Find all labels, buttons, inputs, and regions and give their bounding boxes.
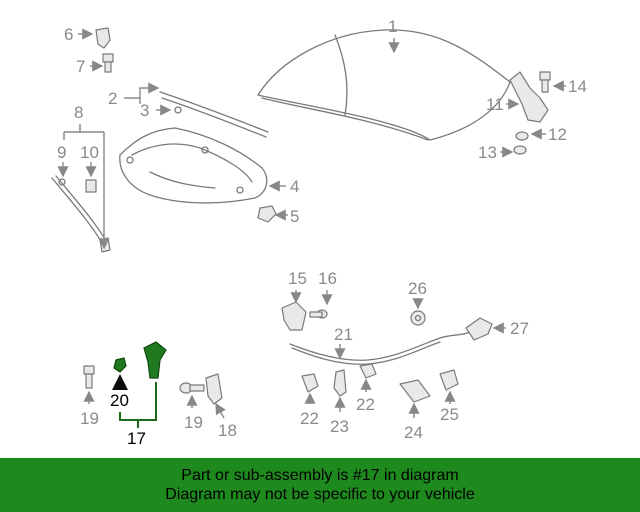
callout-19-left-label: 19 bbox=[80, 409, 99, 428]
callout-3-label: 3 bbox=[140, 101, 149, 120]
callout-16[interactable]: 16 bbox=[318, 269, 337, 306]
clamp-22-left bbox=[301, 373, 319, 393]
clamp-22-right bbox=[359, 363, 377, 379]
callout-15-label: 15 bbox=[288, 269, 307, 288]
callout-22-left[interactable]: 22 bbox=[300, 392, 319, 428]
callout-1-label: 1 bbox=[388, 17, 397, 36]
latch-15 bbox=[281, 301, 307, 331]
hood-support-rod bbox=[51, 175, 111, 253]
callout-13-label: 13 bbox=[478, 143, 497, 162]
banner-line-1: Part or sub-assembly is #17 in diagram bbox=[181, 467, 459, 484]
callout-12[interactable]: 12 bbox=[530, 125, 567, 144]
callout-20-label: 20 bbox=[110, 391, 129, 410]
highlight-nut-20 bbox=[113, 357, 127, 373]
callout-2-label: 2 bbox=[108, 89, 117, 108]
callout-23-label: 23 bbox=[330, 417, 349, 436]
washer-12 bbox=[515, 131, 529, 141]
bracket-6 bbox=[95, 27, 111, 49]
callout-24-label: 24 bbox=[404, 423, 423, 442]
callout-1[interactable]: 1 bbox=[388, 17, 400, 54]
bolt-7 bbox=[102, 53, 114, 73]
callout-24[interactable]: 24 bbox=[404, 402, 423, 442]
callout-22-right[interactable]: 22 bbox=[356, 378, 375, 414]
callout-14[interactable]: 14 bbox=[552, 77, 587, 96]
callout-9-label: 9 bbox=[57, 143, 66, 162]
hood-seal bbox=[159, 91, 269, 138]
bolt-16 bbox=[309, 309, 328, 319]
bracket-18 bbox=[205, 373, 223, 405]
callout-11[interactable]: 11 bbox=[486, 95, 520, 114]
callout-9[interactable]: 9 bbox=[57, 143, 69, 178]
callout-18[interactable]: 18 bbox=[215, 402, 237, 440]
callout-4-label: 4 bbox=[290, 177, 299, 196]
callout-21[interactable]: 21 bbox=[334, 325, 353, 360]
callout-26[interactable]: 26 bbox=[408, 279, 427, 310]
info-banner: Part or sub-assembly is #17 in diagram D… bbox=[0, 458, 640, 512]
guide-24 bbox=[399, 379, 431, 403]
hood-panel bbox=[257, 29, 511, 141]
hood-insulator bbox=[119, 127, 268, 204]
callout-22-right-label: 22 bbox=[356, 395, 375, 414]
hood-hinge bbox=[509, 71, 549, 123]
bolt-19-left bbox=[83, 365, 95, 389]
callout-6[interactable]: 6 bbox=[64, 25, 94, 44]
callout-8[interactable]: 8 bbox=[63, 103, 110, 250]
callout-5[interactable]: 5 bbox=[274, 207, 299, 226]
callout-20[interactable]: 20 bbox=[110, 374, 129, 410]
callout-14-label: 14 bbox=[568, 77, 587, 96]
bolt-14 bbox=[539, 71, 551, 93]
callout-23[interactable]: 23 bbox=[330, 396, 349, 436]
callout-27-label: 27 bbox=[510, 319, 529, 338]
callout-27[interactable]: 27 bbox=[492, 319, 529, 338]
callout-12-label: 12 bbox=[548, 125, 567, 144]
callout-25-label: 25 bbox=[440, 405, 459, 424]
callout-16-label: 16 bbox=[318, 269, 337, 288]
callout-5-label: 5 bbox=[290, 207, 299, 226]
release-handle-27 bbox=[465, 317, 493, 341]
callout-19-left[interactable]: 19 bbox=[80, 390, 99, 428]
callout-11-label: 11 bbox=[486, 95, 504, 114]
callout-18-label: 18 bbox=[218, 421, 237, 440]
callout-15[interactable]: 15 bbox=[288, 269, 307, 304]
callout-13[interactable]: 13 bbox=[478, 143, 514, 162]
callout-19-right-label: 19 bbox=[184, 413, 203, 432]
callout-26-label: 26 bbox=[408, 279, 427, 298]
callout-21-label: 21 bbox=[334, 325, 353, 344]
grommet-26 bbox=[410, 310, 426, 326]
callout-17[interactable]: 17 bbox=[119, 382, 157, 448]
callout-8-label: 8 bbox=[74, 103, 83, 122]
clip-5 bbox=[257, 205, 277, 223]
bracket-25 bbox=[439, 369, 459, 391]
highlight-lock-17 bbox=[143, 341, 167, 379]
nut-13 bbox=[513, 145, 527, 155]
callout-3[interactable]: 3 bbox=[140, 101, 172, 120]
callout-2[interactable]: 2 bbox=[108, 82, 160, 108]
callout-7-label: 7 bbox=[76, 57, 85, 76]
callout-17-label: 17 bbox=[127, 429, 146, 448]
callout-6-label: 6 bbox=[64, 25, 73, 44]
callout-4[interactable]: 4 bbox=[268, 177, 299, 196]
parts-diagram: 1 2 3 4 5 6 bbox=[51, 17, 587, 448]
release-cable bbox=[289, 331, 471, 365]
callout-7[interactable]: 7 bbox=[76, 57, 104, 76]
callout-19-right[interactable]: 19 bbox=[184, 394, 203, 432]
callout-10[interactable]: 10 bbox=[80, 143, 99, 193]
callout-22-left-label: 22 bbox=[300, 409, 319, 428]
callout-25[interactable]: 25 bbox=[440, 390, 459, 424]
banner-line-2: Diagram may not be specific to your vehi… bbox=[165, 486, 475, 503]
bolt-19-right bbox=[179, 382, 205, 394]
callout-10-label: 10 bbox=[80, 143, 99, 162]
clip-23 bbox=[333, 369, 347, 397]
